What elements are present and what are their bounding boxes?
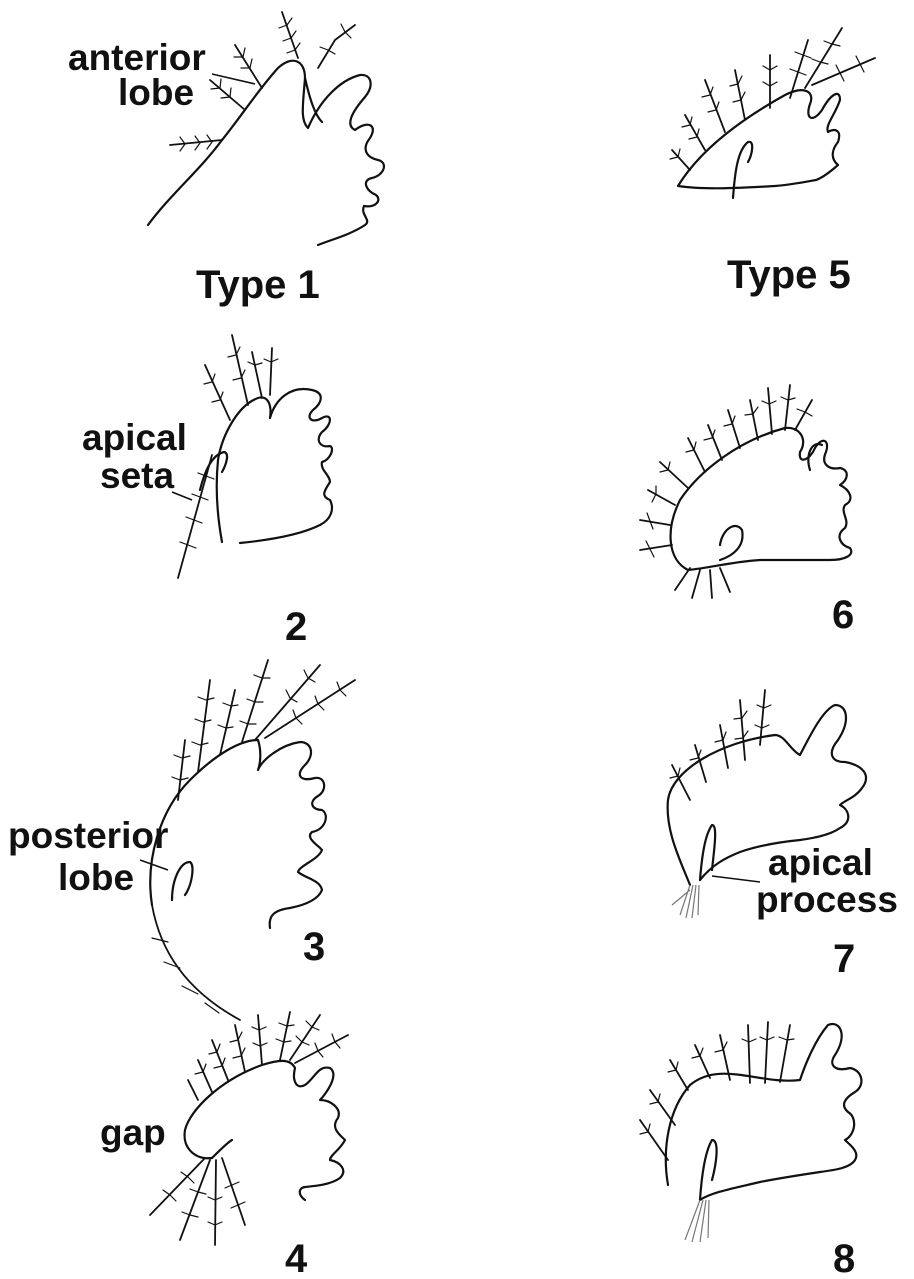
panel-3: posterior lobe 3 <box>8 660 355 1020</box>
label-lobe-posterior: lobe <box>58 857 134 898</box>
label-panel-4: 4 <box>285 1237 308 1279</box>
label-panel-3: 3 <box>303 925 325 969</box>
label-apical-7: apical <box>768 842 873 883</box>
leader-apical-seta <box>172 492 192 500</box>
panel-8: 8 <box>640 1022 861 1279</box>
panel-6: 6 <box>640 385 854 637</box>
label-apical-2: apical <box>82 417 187 458</box>
label-posterior: posterior <box>8 815 168 856</box>
label-process: process <box>756 879 898 920</box>
appendage-outline-8 <box>666 1024 862 1200</box>
appendage-outline-4 <box>185 1061 345 1200</box>
label-type-5: Type 5 <box>727 253 851 297</box>
appendage-outline-5 <box>678 90 840 188</box>
appendage-outline-2 <box>217 389 332 543</box>
label-type-1: Type 1 <box>196 263 320 307</box>
label-lobe-anterior: lobe <box>118 72 194 113</box>
label-panel-2: 2 <box>285 605 307 649</box>
label-seta: seta <box>100 455 174 496</box>
leader-posterior-lobe <box>140 860 168 870</box>
label-gap: gap <box>100 1112 166 1153</box>
leader-anterior-lobe <box>212 74 255 84</box>
label-panel-6: 6 <box>832 593 854 637</box>
label-panel-8: 8 <box>833 1237 855 1279</box>
panel-4: gap 4 <box>100 1012 348 1279</box>
setae-panel-6 <box>640 385 812 598</box>
setae-panel-8 <box>640 1022 794 1160</box>
panel-7: apical process 7 <box>668 690 898 981</box>
panel-type-5: Type 5 <box>670 28 875 297</box>
label-panel-7: 7 <box>833 937 855 981</box>
apical-process-hairs-8 <box>685 1200 709 1242</box>
setae-panel-4 <box>150 1012 348 1245</box>
setae-panel-7 <box>670 690 771 800</box>
appendage-outline-3 <box>150 740 326 928</box>
leader-apical-process <box>712 876 760 882</box>
appendage-outline-6 <box>671 428 852 570</box>
panel-2: apical seta 2 <box>82 335 332 649</box>
setae-panel-1 <box>170 12 355 151</box>
setae-panel-5 <box>670 28 875 170</box>
panel-type-1: anterior lobe Type 1 <box>68 12 384 307</box>
apical-process-hairs-7 <box>672 885 699 918</box>
